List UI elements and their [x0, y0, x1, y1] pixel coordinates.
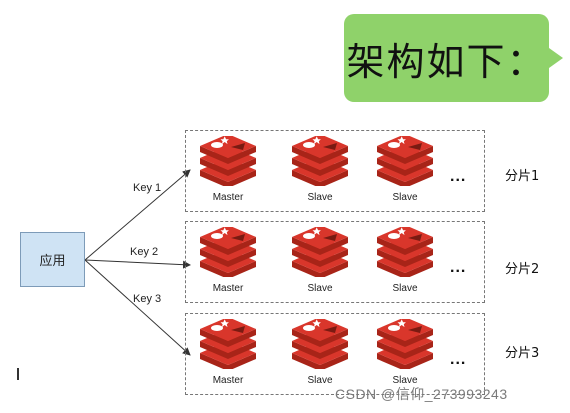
redis-node-slave: Slave — [370, 319, 440, 386]
redis-icon — [292, 319, 348, 369]
shard-3 — [185, 313, 485, 395]
edge-mark — [17, 368, 19, 380]
more-nodes-ellipsis: ... — [450, 351, 467, 368]
redis-node-slave: Slave — [285, 319, 355, 386]
key-label-2: Key 2 — [130, 246, 159, 258]
node-label: Slave — [307, 375, 333, 386]
redis-icon — [377, 227, 433, 277]
redis-node-master: Master — [193, 319, 263, 386]
redis-node-slave: Slave — [285, 136, 355, 203]
more-nodes-ellipsis: ... — [450, 168, 467, 185]
shard-1 — [185, 130, 485, 212]
redis-node-slave: Slave — [370, 227, 440, 294]
application-label: 应用 — [39, 254, 66, 269]
node-label: Slave — [307, 192, 333, 203]
key-label-1: Key 1 — [133, 182, 162, 194]
key-label-3: Key 3 — [133, 293, 162, 305]
redis-node-master: Master — [193, 227, 263, 294]
node-label: Slave — [392, 283, 418, 294]
node-label: Slave — [392, 375, 418, 386]
application-box: 应用 — [20, 232, 85, 287]
node-label: Master — [212, 375, 244, 386]
redis-icon — [292, 227, 348, 277]
redis-icon — [377, 319, 433, 369]
redis-icon — [292, 136, 348, 186]
redis-node-slave: Slave — [285, 227, 355, 294]
node-label: Master — [212, 283, 244, 294]
redis-node-master: Master — [193, 136, 263, 203]
node-label: Slave — [307, 283, 333, 294]
redis-node-slave: Slave — [370, 136, 440, 203]
more-nodes-ellipsis: ... — [450, 259, 467, 276]
watermark: CSDN @信仰_273993243 — [335, 386, 508, 402]
shard-label-2: 分片2 — [505, 262, 540, 277]
arrow-key1 — [84, 169, 191, 261]
shard-label-3: 分片3 — [505, 346, 540, 361]
node-label: Master — [212, 192, 244, 203]
node-label: Slave — [392, 192, 418, 203]
bubble-text: 架构如下： — [346, 39, 547, 84]
redis-icon — [200, 319, 256, 369]
redis-icon — [200, 227, 256, 277]
shard-2 — [185, 221, 485, 303]
shard-label-1: 分片1 — [505, 169, 540, 184]
arrow-key3 — [84, 259, 191, 356]
speech-bubble: 架构如下： — [344, 14, 563, 102]
redis-icon — [377, 136, 433, 186]
arrow-key2 — [84, 259, 191, 269]
redis-icon — [200, 136, 256, 186]
